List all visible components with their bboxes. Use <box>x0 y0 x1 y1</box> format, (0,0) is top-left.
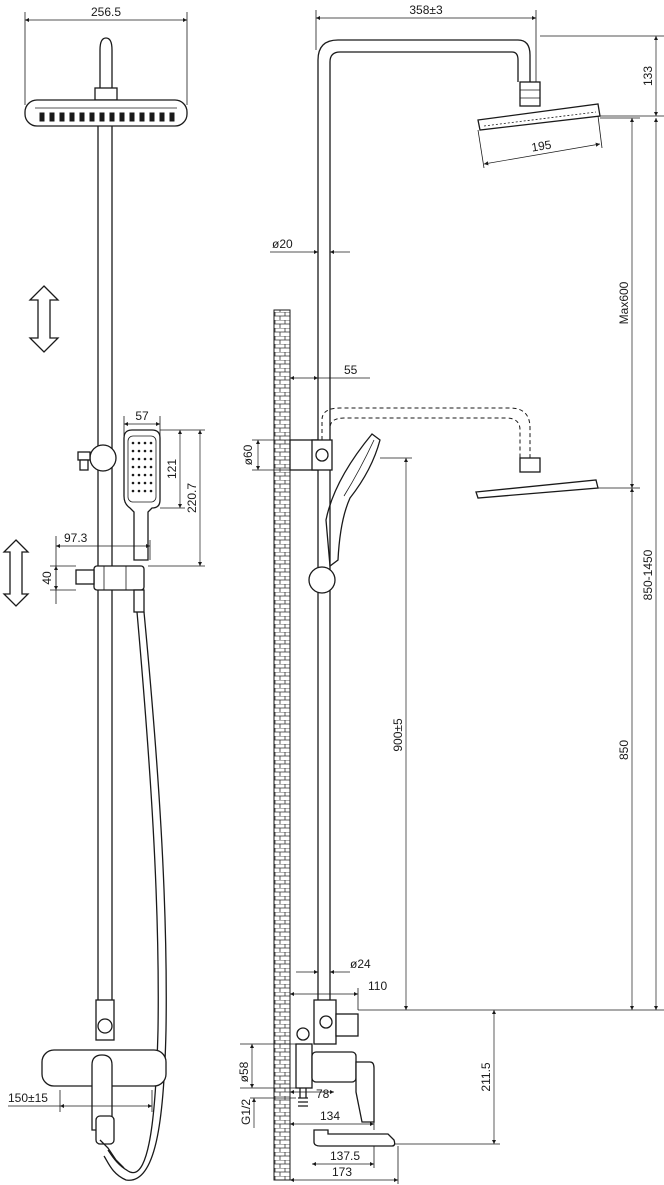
front-head-nozzles <box>35 107 177 122</box>
side-lowered-arm-inner <box>329 417 521 460</box>
dim-head-diameter: 195 <box>530 138 552 155</box>
side-hand-shower <box>325 433 381 568</box>
side-view: 358±3 133 195 Max600 850-1450 850 <box>237 3 664 1184</box>
side-lowered-connector <box>519 457 541 473</box>
dim-head-width: 256.5 <box>91 5 121 19</box>
front-hose <box>107 611 159 1174</box>
dim-lower-pipe-dia: ø24 <box>350 957 371 971</box>
dim-thread: G1/2 <box>239 1099 253 1125</box>
dim-slider-height: 40 <box>40 571 54 585</box>
up-down-arrow-icon <box>28 285 60 353</box>
dim-total-len: 173 <box>332 1165 352 1179</box>
front-arm <box>99 37 113 88</box>
dim-range: 850-1450 <box>641 549 655 600</box>
wall <box>273 309 291 1181</box>
front-bracket-knob <box>77 451 91 461</box>
front-view: 256.5 <box>2 5 205 1181</box>
dim-slider-offset: 97.3 <box>64 531 88 545</box>
front-shower-head <box>24 99 188 127</box>
side-slider <box>308 566 336 594</box>
dim-slider-travel: Max600 <box>617 281 631 324</box>
side-mixer-lever <box>355 1061 375 1123</box>
dim-connector-len: 78 <box>316 1087 330 1101</box>
dim-body-len: 134 <box>320 1109 340 1123</box>
dim-hand-height: 220.7 <box>185 483 199 513</box>
side-rail <box>317 470 331 1000</box>
side-lowered-head <box>475 479 599 499</box>
dim-arm-reach: 358±3 <box>409 3 443 17</box>
front-rail <box>97 126 113 1000</box>
dim-spout-len: 137.5 <box>330 1149 360 1163</box>
dim-wall-gap: 55 <box>344 363 358 377</box>
side-mixer-body <box>311 1051 357 1083</box>
side-spout <box>313 1129 396 1147</box>
front-wall-bracket <box>89 444 117 472</box>
up-down-arrow-icon-lower <box>2 539 30 607</box>
dim-spout-height: 211.5 <box>479 1062 493 1091</box>
dim-mixer-height: 850 <box>617 740 631 760</box>
side-upper-arm-inner <box>329 51 519 440</box>
front-slider-knob <box>75 569 95 585</box>
dim-connector-dia: ø58 <box>237 1061 251 1082</box>
dim-hand-inner: 121 <box>165 459 179 479</box>
side-upper-arm-outer <box>317 39 531 440</box>
side-thread <box>298 1088 308 1107</box>
side-head-connector <box>519 81 541 107</box>
front-head-connector <box>94 87 118 101</box>
dim-hand-height-side: 900±5 <box>391 718 405 752</box>
front-hand-shower <box>123 429 161 561</box>
dim-mixer-depth: 110 <box>368 979 387 993</box>
front-diverter <box>95 1115 115 1145</box>
dim-bracket-dia: ø60 <box>241 444 255 465</box>
front-slider <box>93 565 145 591</box>
front-mixer-lever <box>91 1054 113 1131</box>
dim-spout-offset: 150±15 <box>8 1091 48 1105</box>
dim-pipe-dia: ø20 <box>272 237 293 251</box>
side-connector <box>295 1043 313 1089</box>
side-shower-head <box>477 103 601 131</box>
front-hose-coupling <box>133 589 145 613</box>
dim-hand-width: 57 <box>135 409 149 423</box>
dim-head-drop: 133 <box>641 66 655 86</box>
front-hand-nozzles <box>131 441 153 493</box>
side-lowered-arm-outer <box>321 407 531 460</box>
